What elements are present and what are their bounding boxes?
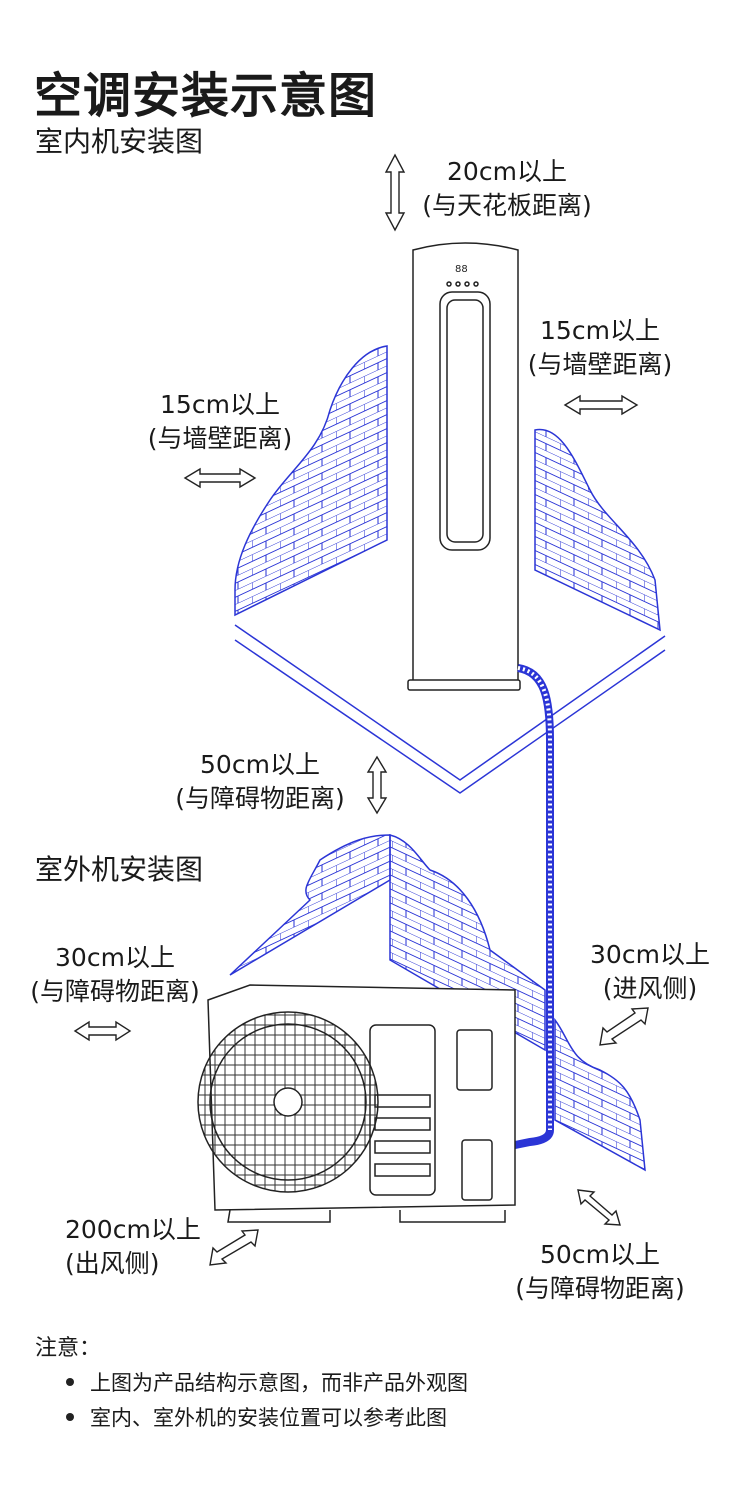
bullet-icon xyxy=(66,1413,74,1421)
outdoor-left-label: 30cm以上 (与障碍物距离) xyxy=(10,941,220,1009)
distance-note: (与障碍物距离) xyxy=(30,977,200,1006)
indoor-heading: 室内机安装图 xyxy=(35,125,204,158)
outdoor-wall xyxy=(229,834,391,976)
outdoor-outlet-label: 200cm以上 (出风侧) xyxy=(65,1213,225,1281)
indoor-right-label: 15cm以上 (与墙壁距离) xyxy=(510,314,690,382)
distance-note: (与障碍物距离) xyxy=(175,784,345,813)
indoor-wall-right xyxy=(534,428,661,632)
distance-value: 20cm以上 xyxy=(447,157,567,186)
arrow-diagonal-outlet xyxy=(209,1229,259,1266)
distance-note: (与墙壁距离) xyxy=(147,424,293,453)
indoor-wall-left xyxy=(234,345,388,617)
arrow-diagonal-intake xyxy=(599,1007,649,1046)
note-item: 上图为产品结构示意图，而非产品外观图 xyxy=(90,1371,468,1395)
outdoor-intake-label: 30cm以上 (进风侧) xyxy=(580,938,720,1006)
note-item: 室内、室外机的安装位置可以参考此图 xyxy=(90,1406,447,1430)
arrow-up-down-bottom xyxy=(366,755,388,815)
distance-value: 50cm以上 xyxy=(200,750,320,779)
notes-heading: 注意： xyxy=(35,1336,102,1361)
arrow-diagonal-front xyxy=(577,1189,621,1226)
distance-arrows xyxy=(73,153,649,1266)
arrow-up-down-top xyxy=(384,153,406,232)
distance-value: 30cm以上 xyxy=(55,943,175,972)
indoor-floor xyxy=(234,624,666,794)
distance-note: (进风侧) xyxy=(602,974,698,1003)
distance-note: (与墙壁距离) xyxy=(527,350,673,379)
distance-note: (与天花板距离) xyxy=(422,191,592,220)
distance-value: 15cm以上 xyxy=(160,390,280,419)
arrow-left-right-right xyxy=(563,394,639,416)
outdoor-front-label: 50cm以上 (与障碍物距离) xyxy=(495,1238,705,1306)
distance-note: (与障碍物距离) xyxy=(515,1274,685,1303)
arrow-left-right-outdoor xyxy=(73,1020,132,1042)
distance-value: 15cm以上 xyxy=(540,316,660,345)
distance-value: 50cm以上 xyxy=(540,1240,660,1269)
svg-text:88: 88 xyxy=(455,264,468,275)
arrow-left-right-left xyxy=(183,467,257,489)
indoor-left-label: 15cm以上 (与墙壁距离) xyxy=(130,388,310,456)
indoor-bottom-label: 50cm以上 (与障碍物距离) xyxy=(155,748,365,816)
outdoor-unit xyxy=(197,984,516,1223)
outdoor-heading: 室外机安装图 xyxy=(35,853,204,886)
indoor-unit: 88 xyxy=(407,242,521,691)
indoor-top-label: 20cm以上 (与天花板距离) xyxy=(412,155,602,223)
bullet-icon xyxy=(66,1378,74,1386)
distance-note: (出风侧) xyxy=(65,1249,160,1278)
page-title: 空调安装示意图 xyxy=(34,68,378,124)
distance-value: 200cm以上 xyxy=(65,1215,201,1244)
distance-value: 30cm以上 xyxy=(590,940,710,969)
